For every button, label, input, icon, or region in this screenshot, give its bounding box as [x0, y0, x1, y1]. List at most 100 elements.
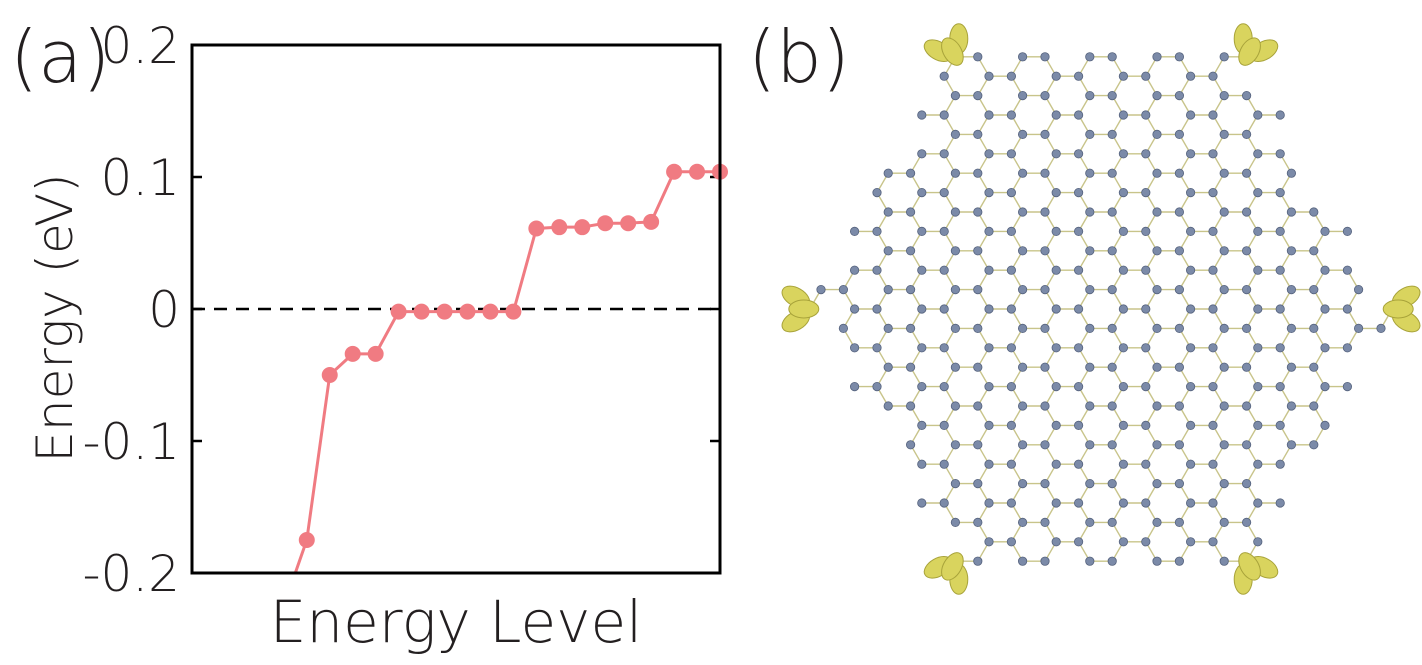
- lattice-atom: [1208, 459, 1218, 469]
- lattice-atom: [984, 498, 994, 508]
- lattice-atom: [973, 207, 983, 217]
- lattice-atom: [1152, 285, 1162, 295]
- lattice-atom: [1074, 71, 1084, 81]
- lattice-atom: [1141, 381, 1151, 392]
- orbital-lobe: [1382, 299, 1414, 319]
- lattice-atom: [1085, 478, 1095, 489]
- data-point: [597, 215, 614, 232]
- lattice-atom: [1141, 537, 1151, 547]
- lattice-atom: [1107, 168, 1117, 178]
- lattice-atom: [1286, 168, 1297, 178]
- lattice-atom: [1040, 556, 1050, 566]
- lattice-atom: [1242, 440, 1252, 450]
- lattice-atom: [950, 440, 961, 450]
- lattice-atom: [1107, 362, 1117, 372]
- lattice-atom: [1107, 246, 1117, 256]
- lattice-atom: [984, 110, 994, 120]
- lattice-atom: [1253, 110, 1263, 120]
- lattice-atom: [1141, 226, 1151, 237]
- orbital-lobe: [941, 37, 964, 66]
- lattice-atom: [883, 323, 893, 333]
- y-tick-label: 0.1: [100, 149, 180, 207]
- lattice-atom: [1006, 343, 1017, 353]
- lattice-atom: [1118, 420, 1129, 430]
- lattice-atom: [1342, 381, 1353, 392]
- corner-orbital: [1382, 285, 1421, 333]
- orbital-lobe: [1238, 37, 1261, 66]
- lattice-atom: [1219, 323, 1229, 333]
- lattice-atom: [1174, 129, 1185, 140]
- lattice-atom: [1074, 498, 1084, 508]
- lattice-atom: [1017, 246, 1028, 256]
- lattice-atom: [1253, 304, 1263, 314]
- lattice-atom: [1186, 498, 1196, 508]
- lattice-atom: [1208, 304, 1218, 314]
- lattice-atom: [1275, 343, 1285, 353]
- lattice-atom: [1051, 304, 1061, 314]
- lattice-atom: [984, 343, 994, 353]
- lattice-atom: [1040, 91, 1050, 101]
- lattice-atom: [1040, 323, 1050, 333]
- lattice-atom: [1242, 517, 1252, 527]
- lattice-atom: [1253, 420, 1263, 430]
- data-point: [413, 303, 430, 320]
- lattice-atom: [1118, 110, 1129, 120]
- data-point: [689, 163, 706, 180]
- data-point: [298, 532, 315, 548]
- energy-level-chart: 0.20.10-0.1-0.2 Energy Level Energy (eV): [26, 17, 728, 656]
- lattice-atom: [1275, 226, 1285, 237]
- lattice-atom: [1040, 401, 1050, 411]
- y-axis-label: Energy (eV): [26, 173, 84, 462]
- data-point: [367, 345, 384, 362]
- lattice-atom: [1174, 207, 1185, 217]
- lattice-atom: [1118, 537, 1129, 547]
- lattice-atom: [1152, 129, 1162, 140]
- lattice-atom: [1141, 110, 1151, 120]
- lattice-atom: [939, 459, 949, 469]
- lattice-atom: [1051, 498, 1061, 508]
- lattice-atom: [1275, 110, 1285, 120]
- lattice-atom: [1006, 149, 1017, 159]
- lattice-atom: [1107, 207, 1117, 217]
- lattice-atom: [1242, 285, 1252, 295]
- lattice-atom: [1040, 478, 1050, 489]
- lattice-atom: [917, 188, 927, 198]
- lattice-atom: [905, 323, 916, 333]
- lattice-atom: [984, 459, 994, 469]
- lattice-atom: [1286, 362, 1297, 372]
- lattice-atom: [1242, 362, 1252, 372]
- lattice-atom: [1275, 459, 1285, 469]
- lattice-atom: [1286, 246, 1297, 256]
- lattice-atom: [1286, 323, 1297, 333]
- lattice-atom: [917, 149, 927, 159]
- lattice-atom: [1219, 478, 1229, 489]
- lattice-atom: [1152, 91, 1162, 101]
- lattice-atom: [1219, 440, 1229, 450]
- y-tick-label: -0.1: [82, 413, 180, 471]
- lattice-atom: [1342, 343, 1353, 353]
- lattice-atom: [973, 129, 983, 140]
- lattice-atom: [1141, 498, 1151, 508]
- lattice-atom: [1174, 401, 1185, 411]
- data-point: [551, 219, 568, 236]
- lattice-atom: [1174, 362, 1185, 372]
- lattice-atom: [939, 226, 949, 237]
- plot-frame: [190, 43, 722, 575]
- lattice-atom: [1074, 188, 1084, 198]
- lattice-atom: [1219, 52, 1229, 62]
- lattice-atom: [849, 343, 860, 353]
- lattice-atom: [939, 498, 949, 508]
- lattice-atom: [1017, 207, 1028, 217]
- lattice-atom: [883, 362, 893, 372]
- lattice-atom: [1275, 304, 1285, 314]
- lattice-atom: [1152, 478, 1162, 489]
- lattice-atom: [1208, 420, 1218, 430]
- lattice-atom: [1051, 188, 1061, 198]
- lattice-atom: [1118, 343, 1129, 353]
- lattice-atom: [1174, 285, 1185, 295]
- lattice-atom: [1051, 226, 1061, 237]
- lattice-atom: [1085, 440, 1095, 450]
- lattice-atom: [883, 246, 893, 256]
- lattice-atom: [1242, 246, 1252, 256]
- lattice-atom: [1186, 110, 1196, 120]
